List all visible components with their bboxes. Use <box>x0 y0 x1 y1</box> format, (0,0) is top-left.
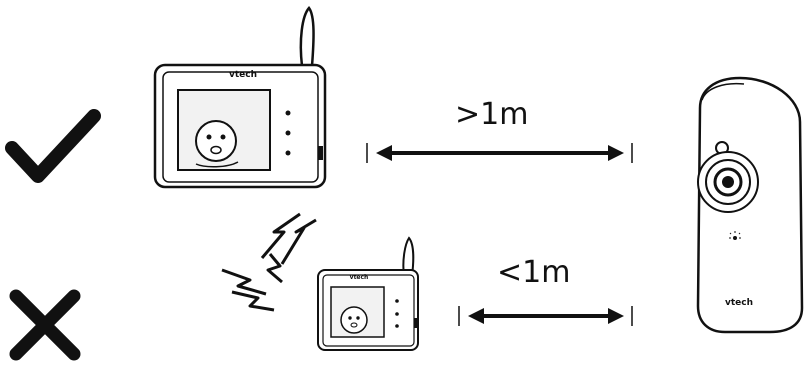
night-light-icon <box>729 231 741 240</box>
cross-icon <box>9 289 81 361</box>
button-dot-icon <box>285 130 291 136</box>
parent-unit-near-logo: vtech <box>349 274 369 281</box>
baby-face-icon <box>340 306 368 334</box>
camera-lens-icon <box>697 141 759 213</box>
distance-label-far: >1m <box>455 97 529 132</box>
distance-label-near: <1m <box>497 255 571 290</box>
distance-arrow-far <box>366 143 633 163</box>
baby-face-icon <box>195 120 239 168</box>
button-dot-icon <box>285 150 291 156</box>
parent-unit-far <box>153 6 327 189</box>
button-dot-icon <box>285 110 291 116</box>
side-button <box>414 318 418 328</box>
distance-arrow-near <box>458 306 633 326</box>
button-dot-icon <box>395 324 399 328</box>
parent-unit-near <box>317 236 419 351</box>
checkmark-icon <box>5 109 101 183</box>
button-dot-icon <box>395 312 399 316</box>
button-dot-icon <box>395 299 399 303</box>
baby-camera-unit <box>696 76 804 334</box>
parent-unit-far-logo: vtech <box>228 70 257 80</box>
interference-icon <box>221 212 317 312</box>
baby-camera-logo: vtech <box>724 298 753 308</box>
side-button <box>318 146 323 160</box>
